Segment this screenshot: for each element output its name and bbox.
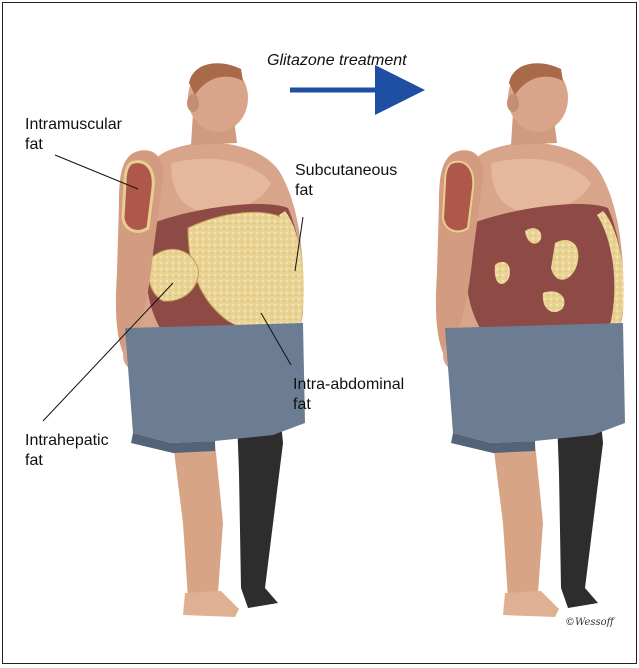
foot (183, 591, 239, 617)
label-intra-abdominal-fat: Intra-abdominal fat (293, 375, 404, 415)
illustration (3, 3, 636, 663)
label-intramuscular-line1: Intramuscular (25, 115, 122, 135)
label-intramuscular-line2: fat (25, 135, 122, 155)
front-leg (173, 443, 223, 603)
artist-signature: ©Wessoff (565, 617, 614, 628)
label-intrahepatic-fat: Intrahepatic fat (25, 431, 109, 471)
label-subcutaneous-line2: fat (295, 181, 397, 201)
intramuscular-fat (123, 162, 153, 232)
label-intrahepatic-line1: Intrahepatic (25, 431, 109, 451)
label-intrahepatic-line2: fat (25, 451, 109, 471)
label-subcutaneous-line1: Subcutaneous (295, 161, 397, 181)
treatment-label: Glitazone treatment (267, 51, 407, 71)
label-intramuscular-fat: Intramuscular fat (25, 115, 122, 155)
label-intra-abdominal-line2: fat (293, 395, 404, 415)
shorts (125, 323, 305, 443)
after-treatment-figure (436, 63, 625, 617)
label-intra-abdominal-line1: Intra-abdominal (293, 375, 404, 395)
label-subcutaneous-fat: Subcutaneous fat (295, 161, 397, 201)
